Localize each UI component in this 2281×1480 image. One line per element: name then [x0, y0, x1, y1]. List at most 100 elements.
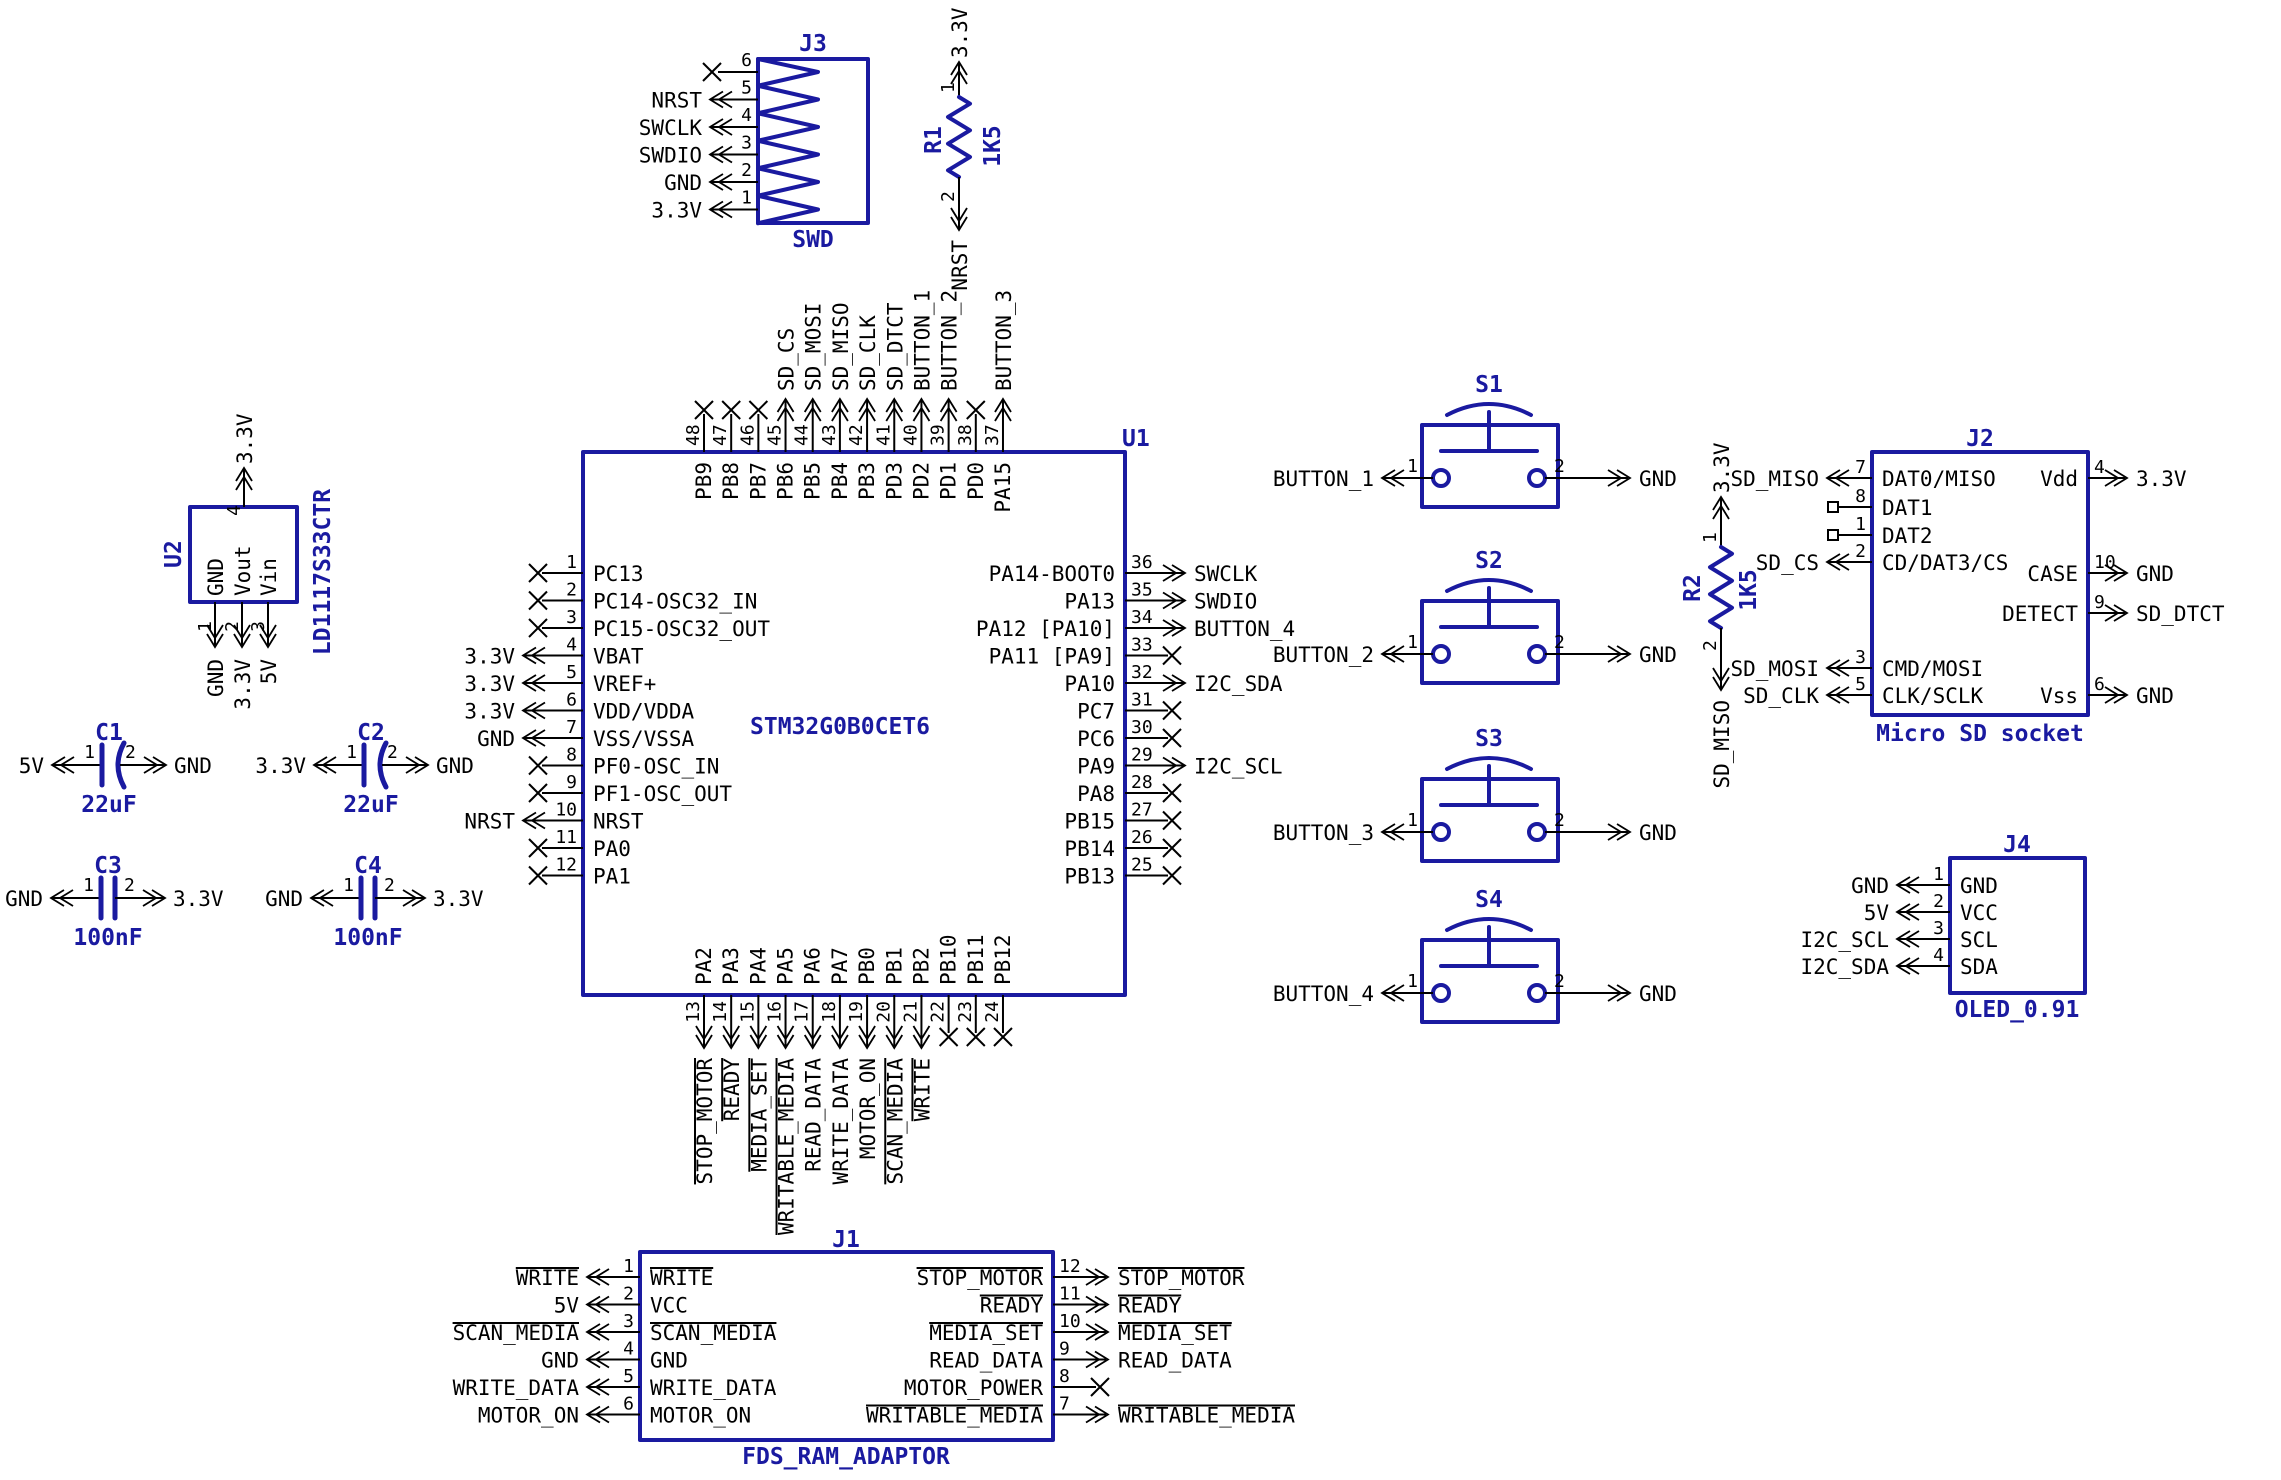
net-label: 3.3V [433, 887, 484, 911]
shape [1895, 930, 1911, 948]
pin-number: 15 [737, 1001, 758, 1023]
pin-name: PB8 [719, 462, 743, 500]
contact-circle [1527, 644, 1547, 664]
shape [1904, 876, 1920, 894]
net-label: 3.3V [464, 645, 515, 669]
pin-name: PD2 [909, 462, 933, 500]
pin-number: 4 [623, 1339, 634, 1360]
unconnected-stub [1827, 501, 1839, 513]
shape [1834, 686, 1850, 704]
designator: R2 [1680, 574, 1706, 602]
pin-number: 39 [928, 424, 949, 446]
designator: R1 [921, 126, 947, 154]
shape [530, 701, 546, 720]
shape [2104, 564, 2120, 582]
shape [776, 397, 795, 413]
pin-name: PA5 [774, 947, 798, 985]
net-label: SD_CLK [1743, 684, 1819, 708]
shape [1712, 667, 1730, 683]
shape [1895, 903, 1911, 921]
pin-number: 12 [555, 855, 577, 876]
actuator-arc [1445, 917, 1533, 932]
shape [708, 145, 724, 164]
shape [1616, 645, 1632, 663]
pin-name: VCC [1960, 901, 1998, 925]
net-label: BUTTON_2 [938, 290, 962, 391]
value: STM32G0B0CET6 [750, 714, 930, 740]
pin-number: 2 [384, 875, 395, 896]
net-label: MEDIA_SET [747, 1058, 771, 1172]
pin-number: 1 [1855, 514, 1866, 535]
pin-number: 3 [623, 1311, 634, 1332]
unconnected-stub [1827, 529, 1839, 541]
pin-name: MEDIA_SET [929, 1321, 1043, 1345]
value: SWD [792, 227, 834, 253]
pin-number: 29 [1131, 745, 1153, 766]
shape [1389, 823, 1405, 841]
net-label: GND [265, 887, 303, 911]
shape [717, 173, 733, 191]
shape [756, 57, 820, 226]
pin-name: PF0-OSC_IN [593, 755, 719, 779]
shape [1162, 591, 1178, 610]
line [1162, 810, 1182, 831]
shape [1607, 823, 1623, 841]
pin-number: 13 [683, 1001, 704, 1023]
line [993, 1027, 1013, 1047]
net-label: READ_DATA [802, 1058, 826, 1172]
line [702, 62, 722, 82]
pin-number: 2 [741, 160, 752, 181]
designator: J2 [1966, 426, 1994, 452]
designator: C3 [94, 853, 122, 879]
shape [235, 475, 253, 491]
pin-number: 1 [741, 188, 752, 209]
net-label: 3.3V [2136, 467, 2187, 491]
shape [1834, 659, 1850, 677]
net-label: BUTTON_3 [1273, 821, 1374, 845]
shape [594, 1378, 610, 1396]
pin-name: SCL [1960, 928, 1998, 952]
shape [1616, 984, 1632, 1002]
pin-number: 14 [710, 1001, 731, 1023]
shape [594, 1350, 610, 1369]
pin-name: READ_DATA [929, 1349, 1043, 1373]
pin-name: Vss [2040, 684, 2078, 708]
shape [1834, 469, 1850, 487]
pin-name: PA3 [719, 947, 743, 985]
shape [1162, 564, 1178, 582]
pin-name: SCAN_MEDIA [650, 1321, 777, 1345]
pin-name: PA6 [801, 947, 825, 985]
pin-number: 5 [741, 78, 752, 99]
pin-number: 41 [873, 424, 894, 446]
net-label: MEDIA_SET [1118, 1321, 1232, 1345]
pin-number: 16 [765, 1001, 786, 1023]
shape [2104, 469, 2120, 487]
net-label: 5V [1864, 901, 1890, 925]
shape [1607, 984, 1623, 1002]
shape [1085, 1350, 1101, 1369]
pin-number: 9 [1059, 1339, 1070, 1360]
shape [1162, 674, 1178, 692]
shape [1162, 756, 1178, 775]
pin-number: 4 [741, 105, 752, 126]
pin-name: PA13 [1064, 590, 1115, 614]
line [528, 618, 548, 638]
pin-number: 9 [566, 772, 577, 793]
shape [1094, 1268, 1110, 1286]
shape [594, 1323, 610, 1341]
net-label: MOTOR_ON [478, 1404, 579, 1428]
symbol-body [638, 1250, 1055, 1442]
net-label: SCAN_MEDIA [453, 1321, 580, 1345]
pin-number: 25 [1131, 855, 1153, 876]
shape [803, 1025, 822, 1041]
pin-number: 1 [1407, 632, 1418, 653]
net-label: SD_CLK [856, 315, 880, 391]
pin-name: PF1-OSC_OUT [593, 782, 732, 806]
shape [885, 1025, 904, 1041]
shape [1085, 1323, 1101, 1341]
shape [2104, 686, 2120, 704]
net-label: SWDIO [639, 144, 702, 168]
pin-name: PC15-OSC32_OUT [593, 617, 770, 641]
